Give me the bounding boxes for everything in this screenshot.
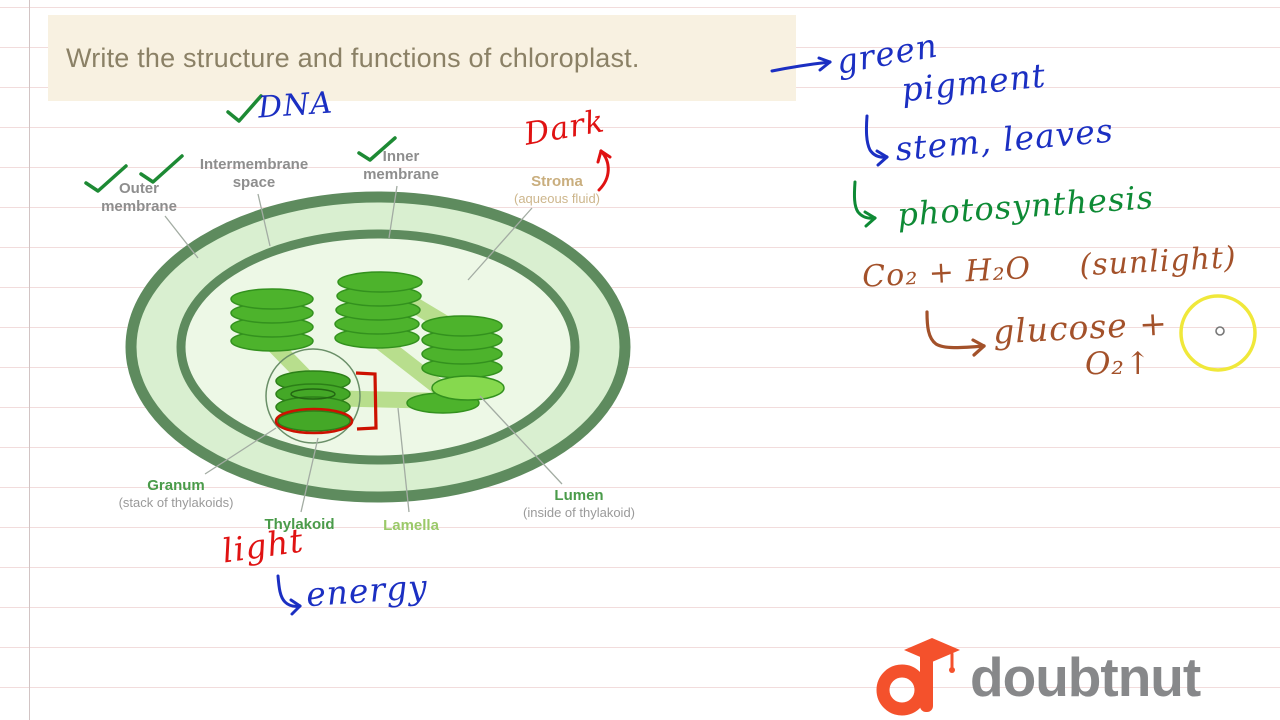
- question-text: Write the structure and functions of chl…: [66, 42, 640, 73]
- label-intermembrane-space: Intermembrane space: [193, 156, 315, 192]
- label-lumen: Lumen (inside of thylakoid): [498, 487, 660, 521]
- label-leader-lines: [164, 185, 563, 513]
- label-thylakoid-text: Thylakoid: [264, 516, 335, 533]
- granum-stack-1: [230, 288, 314, 352]
- handwriting-dna: DNA: [256, 85, 335, 126]
- label-lumen-sub: (inside of thylakoid): [523, 505, 635, 520]
- label-outer-membrane-text: Outer membrane: [101, 180, 177, 215]
- label-lamella-text: Lamella: [383, 517, 439, 534]
- label-outer-membrane: Outer membrane: [93, 180, 185, 216]
- label-intermembrane-space-text: Intermembrane space: [199, 156, 309, 191]
- label-granum-sub: (stack of thylakoids): [118, 495, 234, 510]
- doubtnut-logo-text: doubtnut: [970, 646, 1201, 708]
- handwriting-oxygen: O₂↑: [1085, 346, 1152, 382]
- granum-stack-4: [275, 370, 351, 432]
- label-lumen-text: Lumen: [554, 487, 604, 504]
- label-lamella: Lamella: [376, 517, 446, 535]
- granum-stack-2: [334, 271, 423, 349]
- question-banner: Write the structure and functions of chl…: [48, 15, 796, 101]
- label-inner-membrane: Inner membrane: [355, 148, 447, 184]
- lumen-highlight-disk: [431, 375, 505, 401]
- granum-stack-3: [406, 315, 505, 414]
- label-granum-text: Granum: [147, 477, 205, 494]
- label-stroma-sub: (aqueous fluid): [514, 191, 600, 206]
- label-granum: Granum (stack of thylakoids): [95, 477, 257, 511]
- doubtnut-logo: doubtnut: [870, 634, 1201, 720]
- label-thylakoid: Thylakoid: [252, 516, 347, 534]
- doubtnut-logo-icon: [876, 638, 960, 716]
- notebook-margin-line: [29, 0, 30, 720]
- label-stroma: Stroma (aqueous fluid): [498, 173, 616, 207]
- label-stroma-text: Stroma: [531, 173, 583, 190]
- label-inner-membrane-text: Inner membrane: [363, 148, 439, 183]
